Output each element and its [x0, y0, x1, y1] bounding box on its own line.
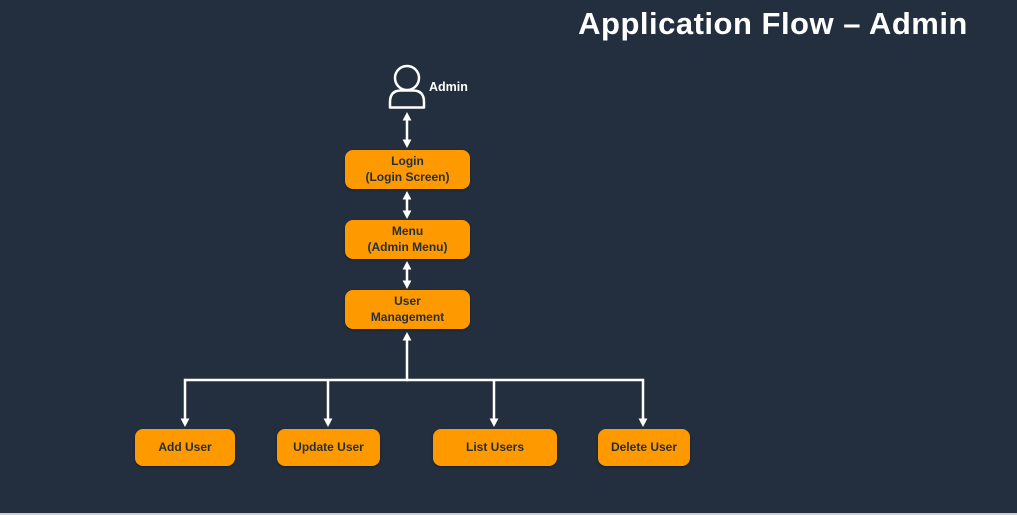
page-title: Application Flow – Admin	[578, 6, 968, 41]
arrow-to-list-users	[489, 380, 499, 427]
arrow-to-update-user	[323, 380, 333, 427]
branch-connector	[180, 332, 648, 427]
node-login: Login (Login Screen)	[345, 150, 470, 189]
node-add-user: Add User	[135, 429, 235, 466]
node-delete-user: Delete User	[598, 429, 690, 466]
node-menu: Menu (Admin Menu)	[345, 220, 470, 259]
node-update-user: Update User	[277, 429, 380, 466]
arrow-menu-user-management	[402, 261, 412, 289]
arrow-login-menu	[402, 191, 412, 219]
arrow-to-delete-user	[638, 378, 648, 427]
arrow-to-add-user	[180, 378, 190, 427]
node-user-management: User Management	[345, 290, 470, 329]
node-list-users: List Users	[433, 429, 557, 466]
slide-bottom-edge	[0, 513, 1017, 515]
person-icon	[388, 64, 426, 109]
actor-label: Admin	[429, 80, 468, 94]
arrow-admin-login	[402, 112, 412, 148]
